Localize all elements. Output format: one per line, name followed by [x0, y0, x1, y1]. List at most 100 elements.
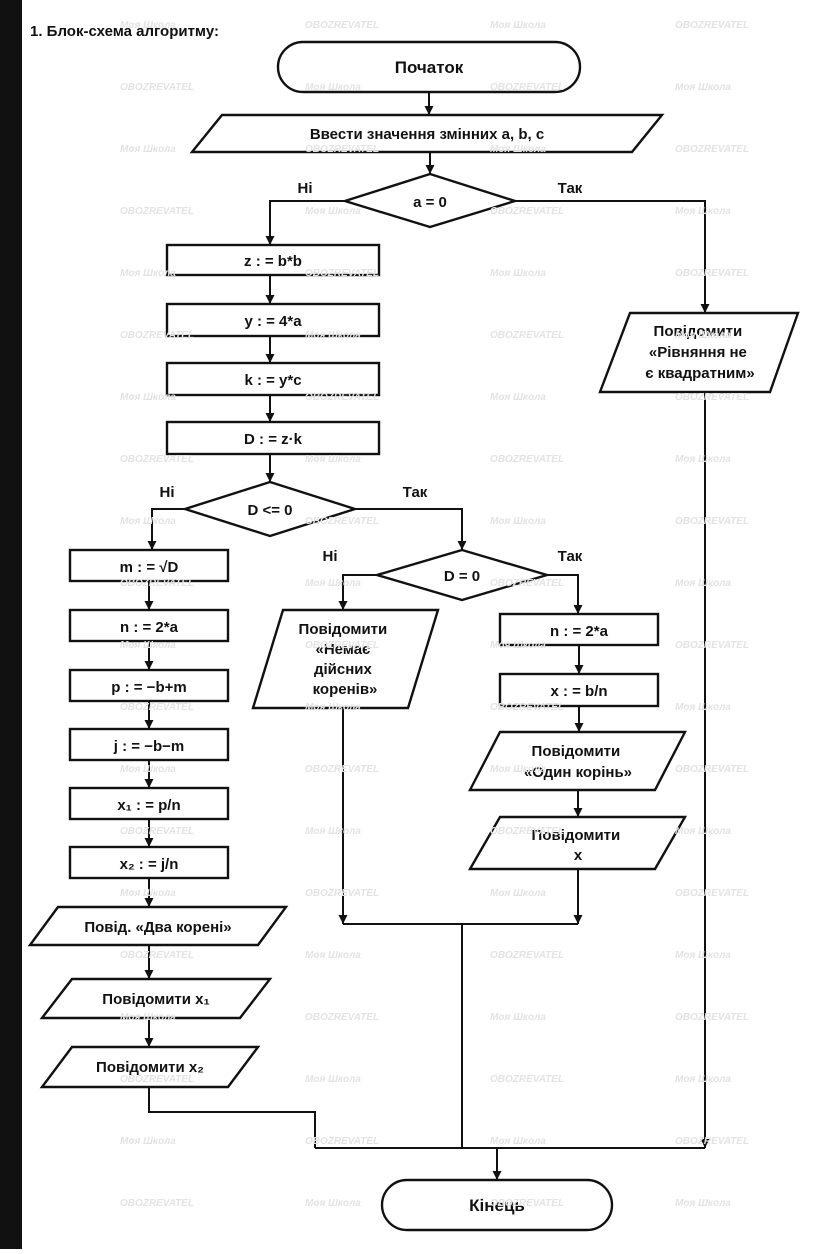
msg-no-real-roots-line-3: дійсних [314, 661, 373, 678]
connector-line [151, 508, 185, 550]
arrowhead [573, 915, 583, 924]
watermark: Моя Школа [120, 144, 176, 155]
decision-a-zero-yes: Так [558, 180, 583, 197]
decision-D-eq-zero [372, 548, 552, 602]
watermark: OBOZREVATEL [490, 950, 565, 961]
watermark: Моя Школа [675, 1074, 731, 1085]
process-x2 [68, 845, 230, 880]
watermark: Моя Школа [490, 888, 546, 899]
watermark: OBOZREVATEL [675, 888, 750, 899]
decision-a-zero-no: Ні [298, 180, 313, 197]
process-z [165, 243, 381, 277]
watermark: Моя Школа [490, 1136, 546, 1147]
watermark: OBOZREVATEL [490, 330, 565, 341]
watermark: Моя Школа [490, 144, 546, 155]
decision-D-le-zero-yes: Так [403, 484, 428, 501]
msg-one-root-line-2: «Один корінь» [524, 764, 632, 781]
watermark: OBOZREVATEL [675, 516, 750, 527]
connector-line [269, 200, 345, 245]
watermark: Моя Школа [120, 516, 176, 527]
msg-x1 [39, 977, 273, 1020]
watermark: OBOZREVATEL [675, 764, 750, 775]
watermark: OBOZREVATEL [305, 144, 380, 155]
watermark: Моя Школа [120, 1012, 176, 1023]
arrowhead [265, 295, 275, 304]
watermark: OBOZREVATEL [305, 764, 380, 775]
watermark: OBOZREVATEL [305, 640, 380, 651]
watermark: OBOZREVATEL [305, 20, 380, 31]
process-n-left [68, 608, 230, 643]
watermark: Моя Школа [490, 764, 546, 775]
watermark: OBOZREVATEL [675, 268, 750, 279]
msg-x [467, 815, 688, 871]
watermark: OBOZREVATEL [490, 826, 565, 837]
watermark: OBOZREVATEL [490, 1198, 565, 1209]
process-j [68, 727, 230, 762]
start-label: Початок [395, 58, 464, 77]
watermark: OBOZREVATEL [490, 82, 565, 93]
watermark: Моя Школа [490, 1012, 546, 1023]
connector-line [547, 574, 579, 614]
process-y [165, 302, 381, 338]
watermark: OBOZREVATEL [675, 1136, 750, 1147]
msg-x2 [39, 1045, 261, 1089]
watermark: OBOZREVATEL [305, 268, 380, 279]
process-z-label: z : = b*b [244, 253, 302, 270]
process-x1-label: x₁ : = p/n [117, 797, 180, 814]
process-m-label: m : = √D [120, 559, 179, 576]
connector-line [515, 200, 706, 313]
arrowhead [573, 808, 583, 817]
watermark: OBOZREVATEL [675, 144, 750, 155]
page-heading: 1. Блок-схема алгоритму: [30, 23, 219, 40]
decision-D-eq-zero-yes: Так [558, 548, 583, 565]
scan-edge-bar [0, 0, 22, 1249]
watermark: OBOZREVATEL [120, 330, 195, 341]
msg-one-root [468, 730, 687, 792]
watermark: OBOZREVATEL [120, 826, 195, 837]
watermark: Моя Школа [120, 888, 176, 899]
watermark: OBOZREVATEL [305, 888, 380, 899]
process-x2-label: x₂ : = j/n [120, 856, 179, 873]
watermark: OBOZREVATEL [490, 206, 565, 217]
watermark: OBOZREVATEL [675, 1012, 750, 1023]
arrowhead [338, 601, 348, 610]
watermark: Моя Школа [120, 20, 176, 31]
process-k [165, 361, 381, 397]
watermark: Моя Школа [305, 702, 361, 713]
watermark: Моя Школа [305, 206, 361, 217]
watermark: OBOZREVATEL [305, 1136, 380, 1147]
msg-x1-label: Повідомити x₁ [102, 991, 209, 1008]
msg-not-quadratic-label: Повідомити «Рівняння не є квадратним» [645, 323, 754, 382]
arrowhead [700, 1139, 710, 1148]
watermark: OBOZREVATEL [305, 392, 380, 403]
process-n-right-label: n : = 2*a [550, 623, 609, 640]
process-n-left-label: n : = 2*a [120, 619, 179, 636]
connector-line [355, 508, 463, 550]
watermark: Моя Школа [305, 1198, 361, 1209]
msg-two-roots-label: Повід. «Два корені» [84, 919, 231, 936]
msg-x-label: Повідомити x [532, 827, 625, 864]
arrowhead [265, 236, 275, 245]
watermark: Моя Школа [120, 764, 176, 775]
watermark: Моя Школа [675, 578, 731, 589]
watermark: OBOZREVATEL [120, 702, 195, 713]
process-x1 [68, 786, 230, 821]
process-x-label: x : = b/n [550, 683, 607, 700]
msg-not-quadratic-line-1: Повідомити [654, 323, 743, 340]
watermark: Моя Школа [675, 206, 731, 217]
watermark: OBOZREVATEL [120, 950, 195, 961]
arrowhead [144, 601, 154, 610]
watermark: OBOZREVATEL [305, 516, 380, 527]
watermark: OBOZREVATEL [490, 454, 565, 465]
arrowhead [265, 413, 275, 422]
arrowhead [147, 541, 157, 550]
watermark: Моя Школа [490, 20, 546, 31]
decision-a-zero [340, 172, 520, 229]
watermark: Моя Школа [305, 950, 361, 961]
process-D-label: D : = z·k [244, 431, 303, 448]
msg-x-line-1: Повідомити [532, 827, 621, 844]
watermark: OBOZREVATEL [120, 1198, 195, 1209]
msg-not-quadratic [598, 311, 800, 394]
watermark: Моя Школа [675, 1198, 731, 1209]
